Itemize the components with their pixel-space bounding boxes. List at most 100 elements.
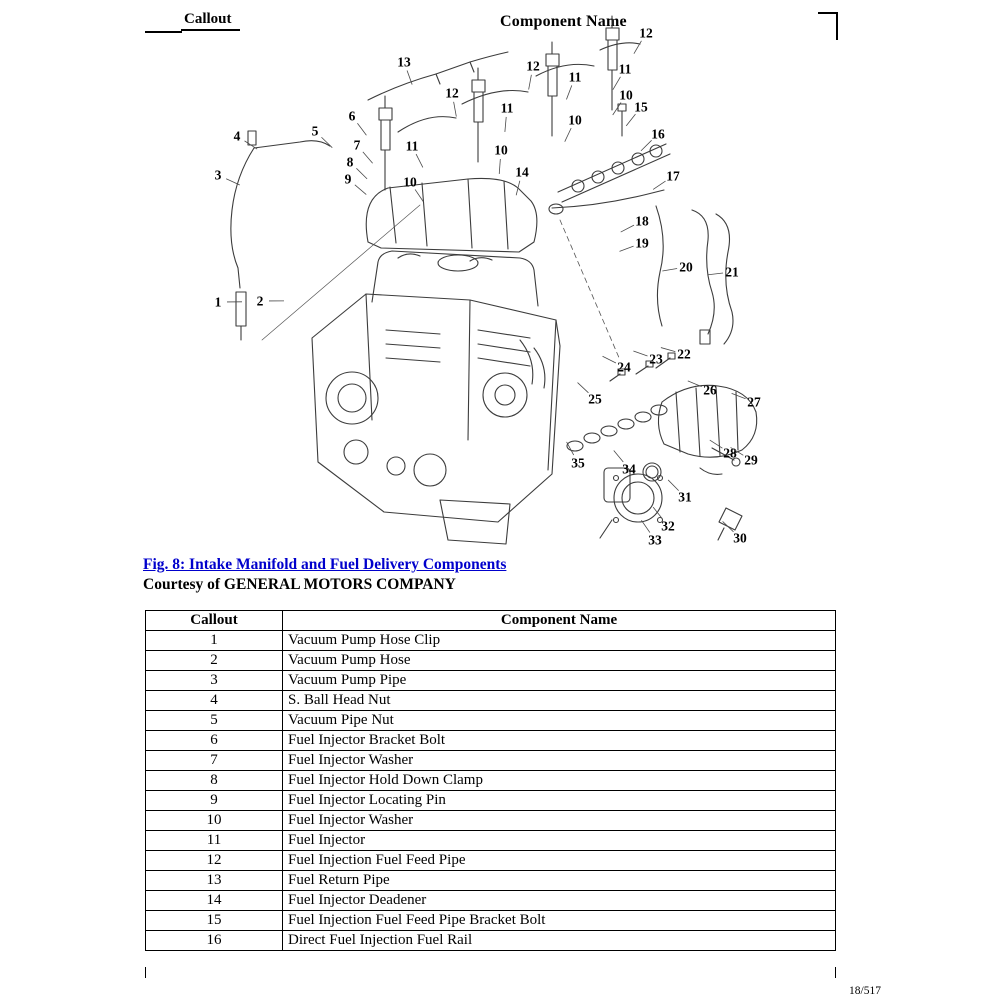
callout-cell: 1 [145,630,283,651]
diagram-callout-number: 27 [747,395,761,410]
component-name-cell: Vacuum Pump Hose Clip [282,630,836,651]
callout-cell: 6 [145,730,283,751]
callout-cell: 15 [145,910,283,931]
callout-leader-line [652,180,666,190]
diagram-callout-number: 12 [445,86,459,101]
callout-cell: 13 [145,870,283,891]
component-name-cell: Fuel Injector [282,830,836,851]
component-name-cell: Fuel Injector Bracket Bolt [282,730,836,751]
diagram-callout-number: 1 [215,295,222,310]
diagram-callout-number: 12 [526,59,540,74]
component-name-cell: Direct Fuel Injection Fuel Rail [282,930,836,951]
callout-leader-line [620,224,635,233]
diagram-callout-number: 11 [569,70,582,85]
diagram-callout-number: 10 [494,143,508,158]
engine-line-art [230,15,758,545]
diagram-callout-number: 6 [349,109,356,124]
page-edge-mark-left [145,31,182,33]
callout-leader-line [613,450,624,463]
callout-leader-line [633,40,642,54]
figure-caption-link[interactable]: Fig. 8: Intake Manifold and Fuel Deliver… [143,556,507,573]
diagram-callout-number: 11 [619,62,632,77]
diagram-callout-number: 15 [634,100,648,115]
page-number: 18/517 [849,985,881,997]
callout-leader-line [321,136,333,148]
component-name-cell: Fuel Injection Fuel Feed Pipe [282,850,836,871]
callout-leader-line [356,168,368,180]
diagram-callout-number: 32 [661,519,675,534]
diagram-callout-number: 14 [515,165,529,180]
callout-cell: 12 [145,850,283,871]
callout-leader-line [362,151,373,164]
callout-leader-line [730,447,744,456]
callout-leader-line [226,178,240,186]
diagram-callout-number: 34 [622,462,636,477]
callout-leader-line [633,350,648,357]
callout-leader-line [687,380,702,387]
diagram-callout-number: 21 [725,265,739,280]
callout-leader-line [708,272,724,276]
component-name-column-header: Component Name [282,610,836,631]
diagram-callout-number: 17 [666,169,680,184]
diagram-callout-number: 31 [678,490,692,505]
callout-leader-line [244,140,258,150]
diagram-callout-number: 11 [501,101,514,116]
component-name-cell: Fuel Injector Deadener [282,890,836,911]
callout-leader-line [406,70,413,85]
callout-leader-line [414,189,424,203]
component-name-cell: Fuel Injector Washer [282,750,836,771]
diagram-callout-number: 4 [234,129,241,144]
diagram-callout-number: 20 [679,260,693,275]
diagram-callout-number: 12 [639,26,653,41]
callout-leader-line [415,153,424,168]
callout-leader-line [354,184,367,195]
callout-leader-line [660,347,676,352]
callout-leader-line [453,101,457,117]
diagram-callout-number: 24 [617,360,631,375]
callout-leader-line [566,85,573,100]
component-name-cell: Fuel Return Pipe [282,870,836,891]
callout-leader-line [625,113,636,127]
diagram-callout-number: 25 [588,392,602,407]
diagram-callout-number: 26 [703,383,717,398]
callout-leader-line [619,245,634,252]
component-name-cell: Vacuum Pump Pipe [282,670,836,691]
component-name-cell: Vacuum Pump Hose [282,650,836,671]
diagram-callout-number: 10 [568,113,582,128]
callout-leader-line [566,441,575,456]
callout-leader-line [667,479,679,491]
diagram-callout-number: 28 [723,446,737,461]
diagram-callout-number: 13 [397,55,411,70]
component-name-cell: Fuel Injector Hold Down Clamp [282,770,836,791]
callout-cell: 7 [145,750,283,771]
callout-leader-line [564,127,572,142]
component-name-cell: Fuel Injector Washer [282,810,836,831]
callout-leader-line [652,506,663,520]
component-name-cell: Fuel Injection Fuel Feed Pipe Bracket Bo… [282,910,836,931]
callout-cell: 11 [145,830,283,851]
callout-leader-line [722,521,734,533]
callout-leader-line [528,74,532,90]
callout-cell: 2 [145,650,283,671]
callout-leader-line [612,76,621,90]
callout-leader-line [640,140,652,152]
callout-cell: 4 [145,690,283,711]
diagram-callout-number: 7 [354,138,361,153]
callout-leader-line [504,116,507,132]
diagram-callout-number: 23 [649,352,663,367]
component-name-cell: Fuel Injector Locating Pin [282,790,836,811]
callout-cell: 10 [145,810,283,831]
